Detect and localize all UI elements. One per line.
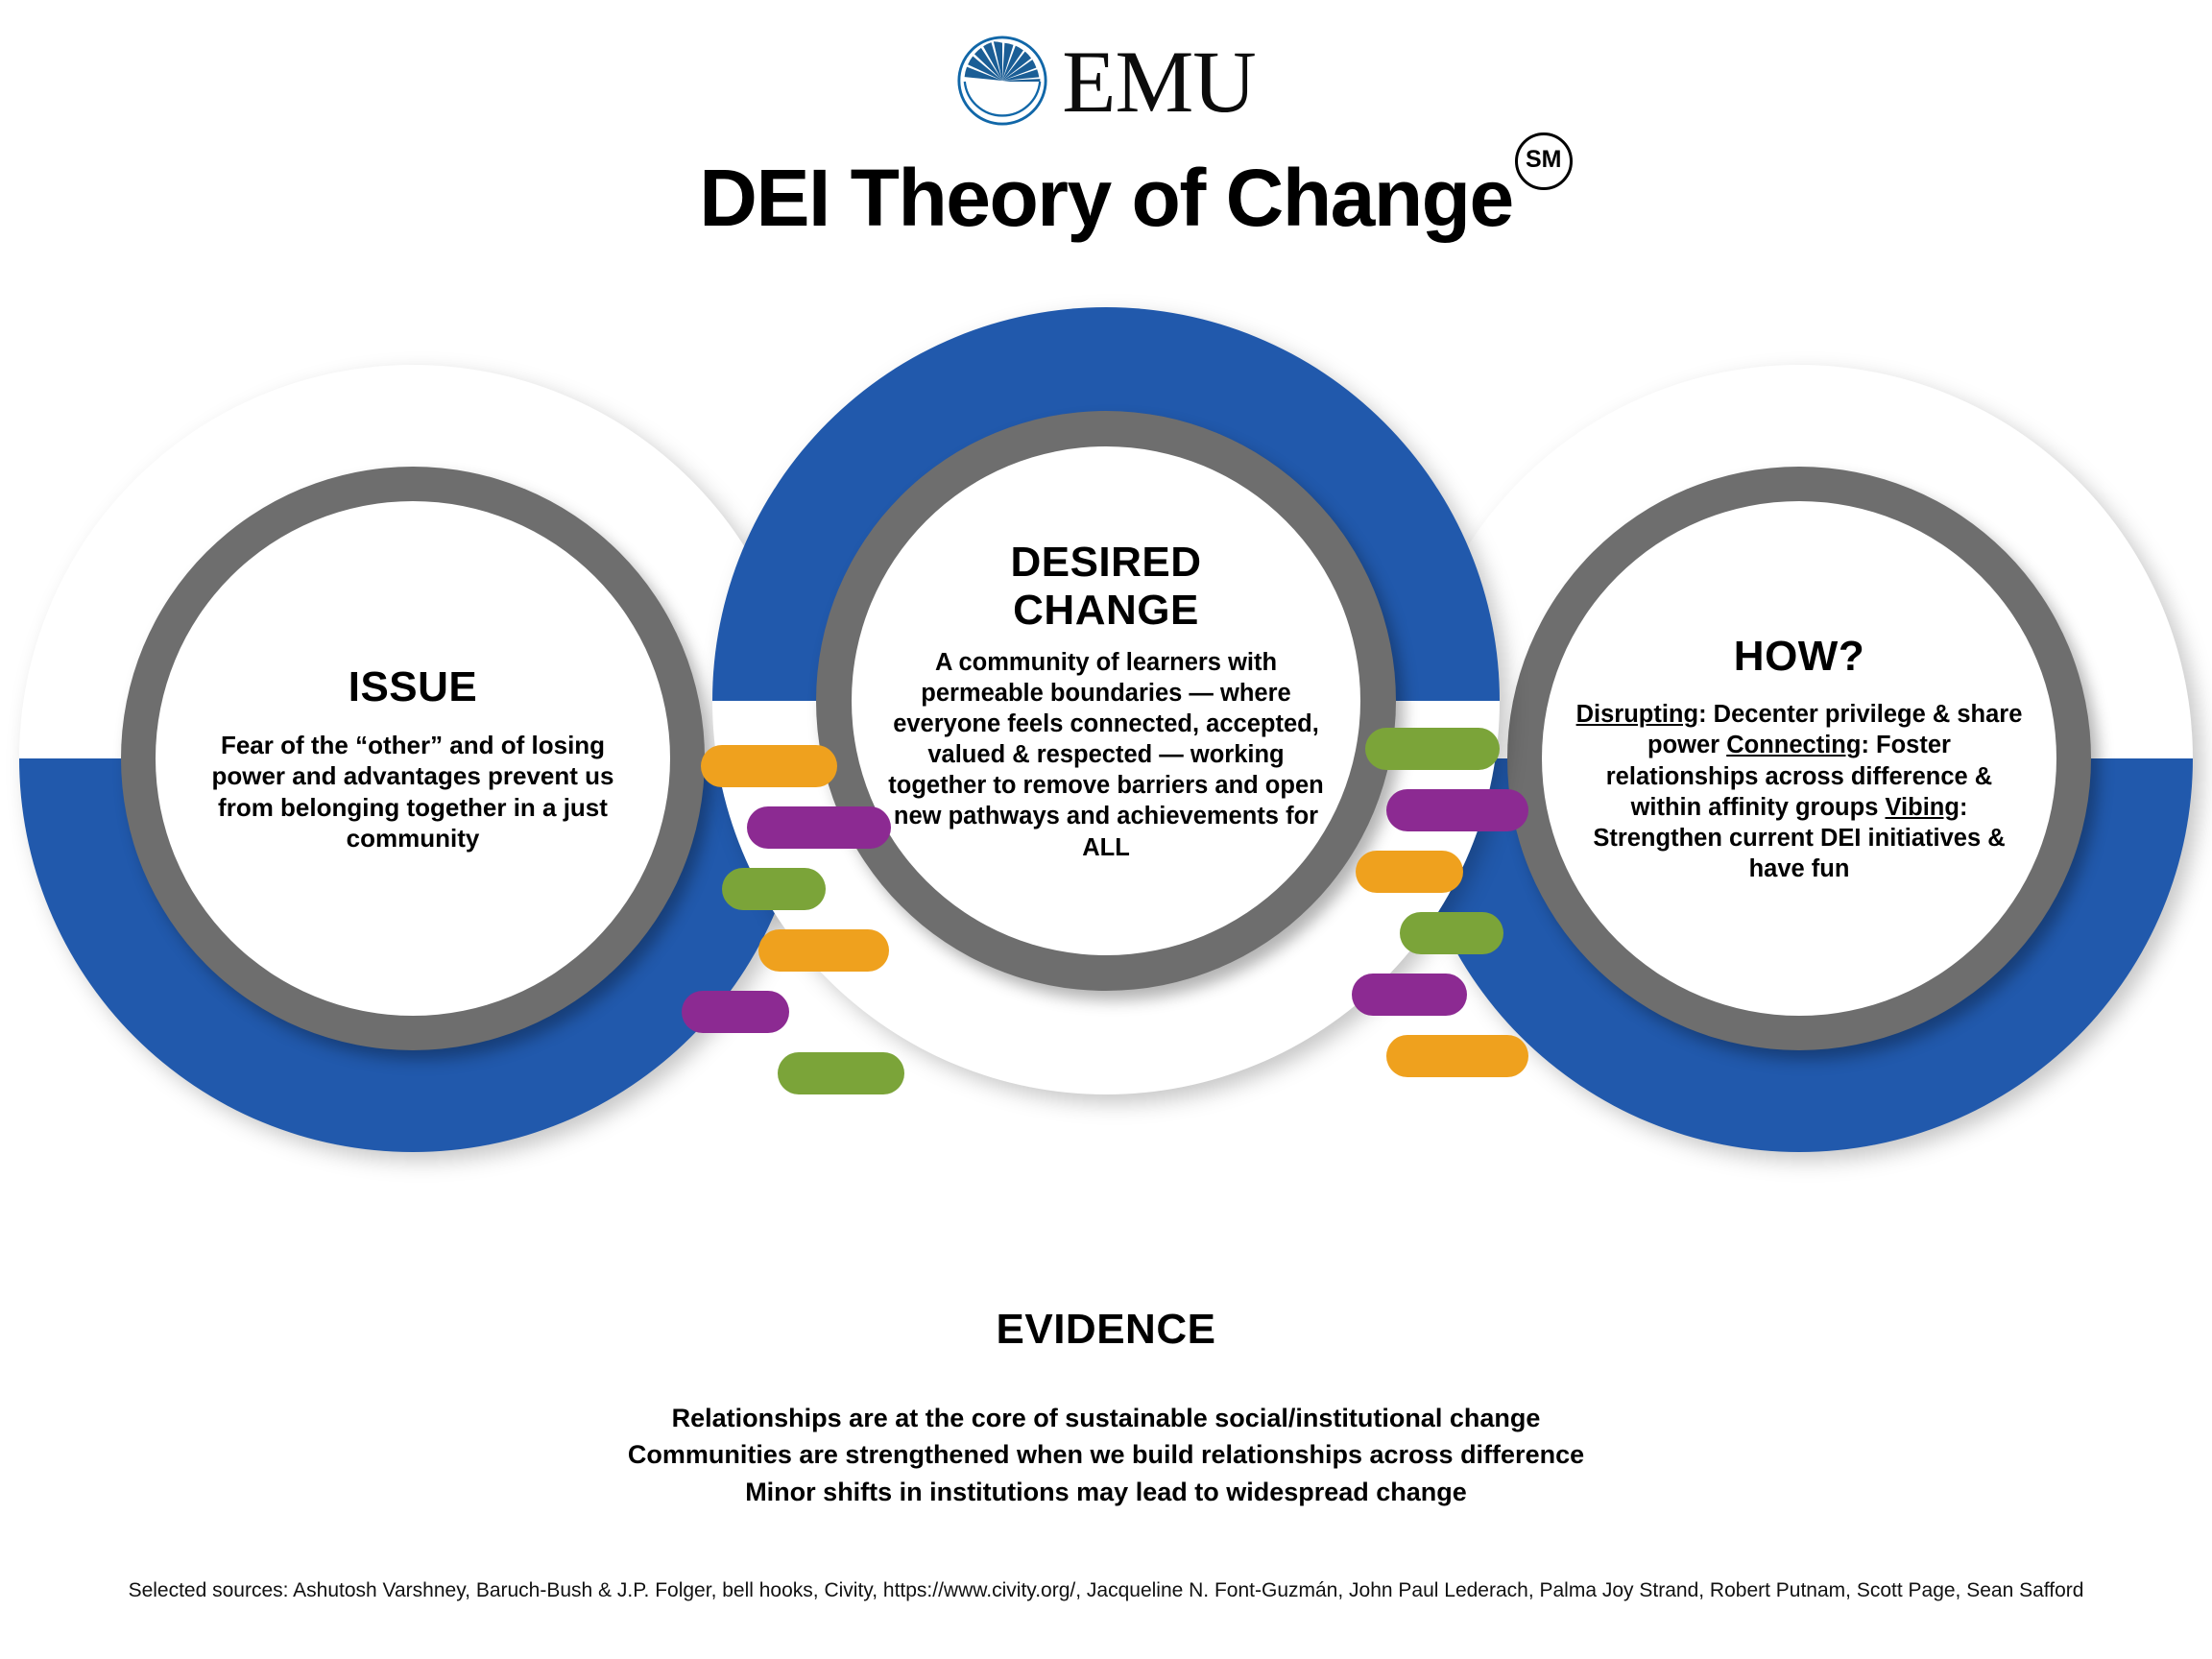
sources-line: Selected sources: Ashutosh Varshney, Bar… [128,1579,2084,1601]
inner-disc-issue: ISSUE Fear of the “other” and of losing … [156,501,670,1016]
how-item-label: Disrupting [1575,701,1699,729]
how-item-text: : Foster relationships across difference… [1605,732,1993,821]
page-header: EMU DEI Theory of Change SM [0,0,2212,238]
theory-of-change-diagram: ISSUE Fear of the “other” and of losing … [0,288,2212,1306]
service-mark-icon: SM [1514,132,1573,190]
evidence-item: Relationships are at the core of sustain… [671,1404,1541,1432]
issue-body: Fear of the “other” and of losing power … [211,731,614,853]
emu-sunburst-logo-icon [957,36,1047,126]
evidence-section: EVIDENCE Relationships are at the core o… [0,1306,2212,1510]
evidence-item: Communities are strengthened when we bui… [627,1440,1585,1470]
emu-logo: EMU [0,0,2212,132]
circle-how: HOW? Disrupting: Decenter privilege & sh… [1406,365,2193,1152]
how-item: Connecting: Foster relationships across … [1606,732,1992,820]
how-item-text: : Strengthen current DEI initiatives & h… [1593,793,2006,882]
inner-disc-how: HOW? Disrupting: Decenter privilege & sh… [1542,501,2056,1016]
evidence-title: EVIDENCE [996,1306,1216,1353]
how-item-label: Vibing [1885,793,1960,821]
evidence-item: Minor shifts in institutions may lead to… [745,1477,1467,1506]
how-body: Disrupting: Decenter privilege & share p… [1575,699,2024,884]
emu-wordmark: EMU [1062,33,1256,132]
how-item-text: : Decenter privilege & share power [1647,701,2023,759]
issue-heading: ISSUE [348,662,478,710]
circle-issue: ISSUE Fear of the “other” and of losing … [19,365,806,1152]
evidence-list: Relationships are at the core of sustain… [0,1400,2212,1510]
how-heading: HOW? [1733,632,1865,680]
how-item: Disrupting: Decenter privilege & share p… [1576,701,2023,758]
how-item: Vibing: Strengthen current DEI initiativ… [1593,794,2005,882]
desired-change-body: A community of learners with permeable b… [888,648,1324,861]
page-title-text: DEI Theory of Change [699,153,1514,243]
page-title: DEI Theory of Change SM [699,132,1573,238]
how-item-label: Connecting [1726,732,1862,759]
